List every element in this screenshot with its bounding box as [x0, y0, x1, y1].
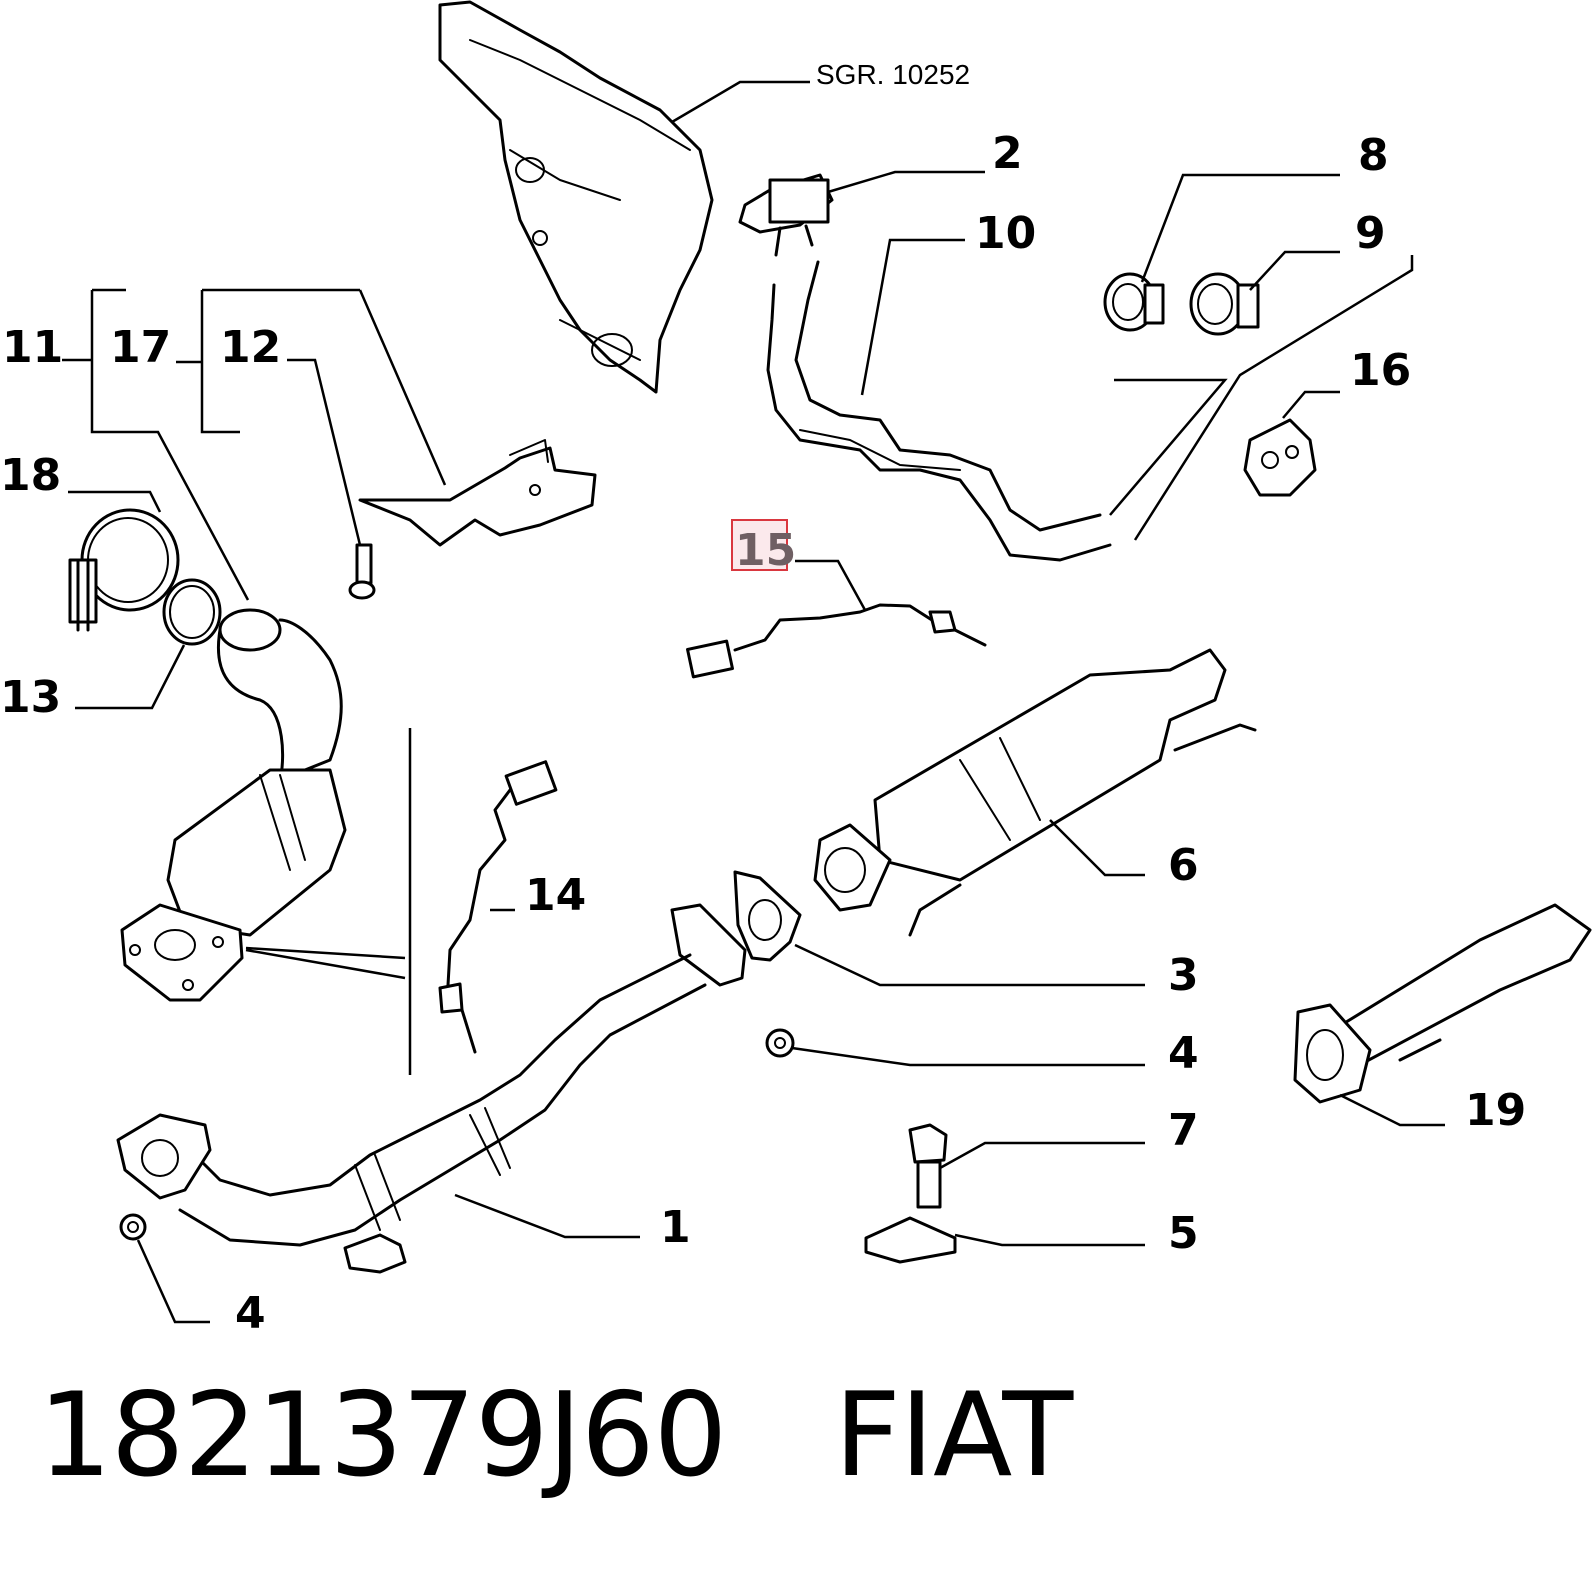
- callout-17: 17: [110, 322, 171, 373]
- rubber-hanger-drawing: [1243, 418, 1317, 497]
- temperature-sensor-15-drawing: [686, 603, 987, 679]
- callout-8: 8: [1358, 130, 1389, 181]
- callout-5: 5: [1168, 1208, 1199, 1259]
- bracket-drawing: [358, 439, 597, 547]
- brand-name: FIAT: [834, 1368, 1073, 1503]
- clamp-9-drawing: [1189, 272, 1260, 336]
- callout-1: 1: [660, 1202, 691, 1253]
- heat-shield-ref-label: SGR. 10252: [816, 59, 970, 90]
- callout-14: 14: [525, 870, 586, 921]
- callout-4-upper: 4: [1168, 1028, 1199, 1079]
- callout-12: 12: [220, 322, 281, 373]
- heat-shield-drawing: [438, 0, 714, 394]
- callout-15-highlighted: 15: [735, 525, 796, 576]
- bolt-12-drawing: [348, 543, 376, 600]
- callout-13: 13: [0, 672, 61, 723]
- callout-16: 16: [1350, 345, 1411, 396]
- gasket-ring-13-drawing: [162, 578, 222, 646]
- callout-4-lower: 4: [235, 1288, 266, 1339]
- clamp-8-drawing: [1103, 272, 1165, 332]
- pressure-sensor-drawing: [738, 173, 834, 257]
- highlight-box: [731, 519, 788, 571]
- front-pipe-1-drawing: [116, 903, 747, 1274]
- callout-18: 18: [0, 450, 61, 501]
- lambda-sensor-14-drawing: [438, 760, 558, 1054]
- callout-11: 11: [2, 322, 63, 373]
- catalytic-converter-drawing: [120, 608, 347, 1002]
- callout-2: 2: [992, 128, 1023, 179]
- nut-4a-drawing: [765, 1028, 795, 1058]
- sensor-hoses-drawing: [766, 260, 1112, 562]
- callout-7: 7: [1168, 1105, 1199, 1156]
- tailpipe-19-drawing: [1293, 903, 1592, 1104]
- callout-3: 3: [1168, 950, 1199, 1001]
- callout-9: 9: [1355, 208, 1386, 259]
- part-number: 1821379J60: [38, 1368, 727, 1503]
- callout-6: 6: [1168, 840, 1199, 891]
- bolt-7-drawing: [908, 1123, 948, 1209]
- part-number-footer: 1821379J60 FIAT: [38, 1368, 1073, 1503]
- nut-4b-drawing: [119, 1213, 147, 1241]
- callout-10: 10: [975, 208, 1036, 259]
- callout-19: 19: [1465, 1085, 1526, 1136]
- gasket-3-drawing: [733, 870, 802, 962]
- clamp-18-drawing: [68, 508, 180, 632]
- pad-5-drawing: [864, 1216, 957, 1264]
- dpf-muffler-drawing: [813, 648, 1257, 937]
